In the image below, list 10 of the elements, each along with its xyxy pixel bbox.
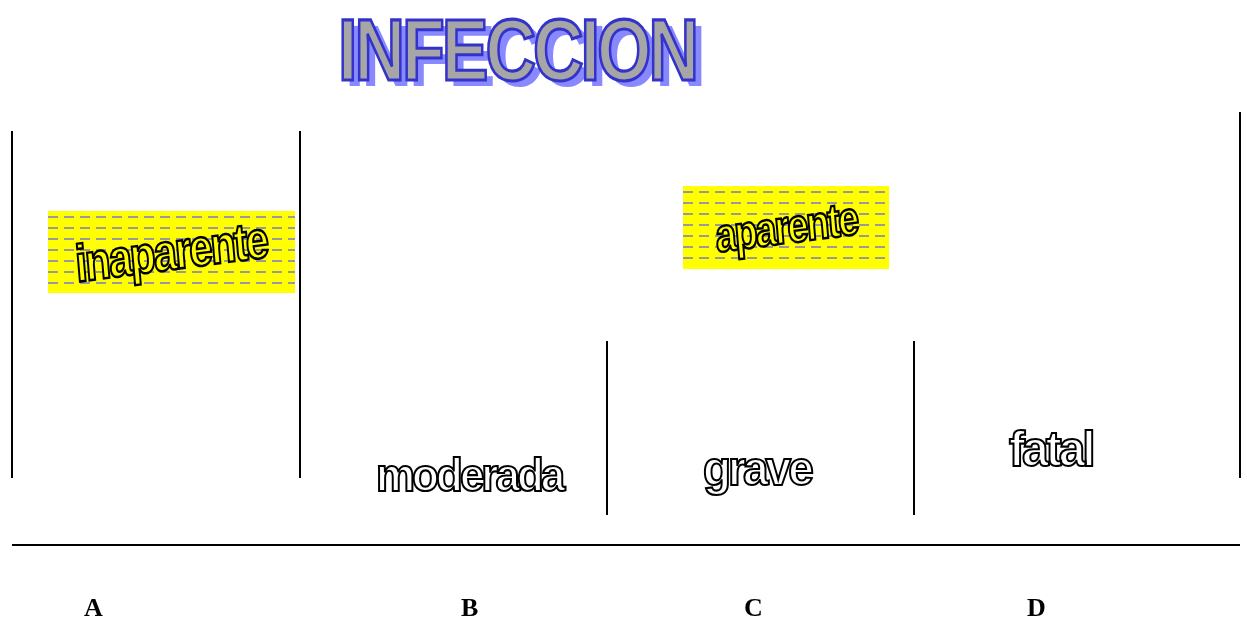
column-letter: B [461,593,479,622]
column-letter: D [1027,593,1046,622]
highlighted-word-box [683,186,889,269]
column-letter: C [744,593,763,622]
word-art-text: inaparente [73,209,270,295]
outlined-word: fatal [1009,424,1093,475]
word-art-text: aparente [712,191,860,264]
highlighted-word-box [48,211,295,293]
column-letter: A [84,593,103,622]
outlined-word: moderada [376,452,563,499]
